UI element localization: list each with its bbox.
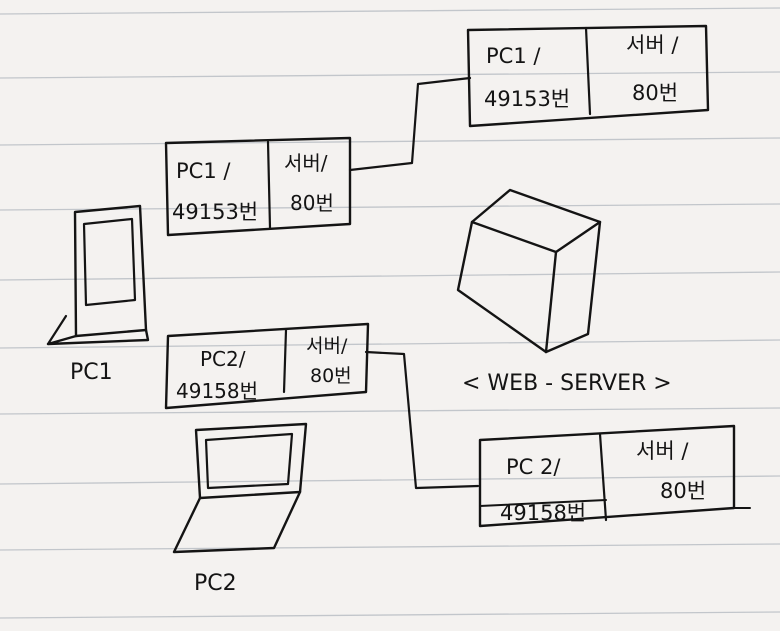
notebook-lines (0, 7, 780, 619)
pc1-near-box: PC1 / 49153번 서버/ 80번 (164, 136, 352, 237)
web-server-label: < WEB - SERVER > (462, 371, 672, 396)
pc2-laptop-icon (172, 422, 308, 554)
pc2-near-right-bottom: 80번 (310, 365, 352, 387)
pc2-near-left-bottom: 49158번 (176, 379, 258, 403)
pc1-laptop-icon (46, 204, 150, 346)
web-server-icon (456, 188, 602, 354)
pc1-near-right-top: 서버/ (284, 151, 328, 175)
pc2-connector-line (364, 350, 480, 490)
pc2-far-box: PC 2/ 49158번 서버 / 80번 (478, 424, 751, 528)
pc2-label: PC2 (194, 571, 237, 596)
pc2-far-right-bottom: 80번 (660, 479, 706, 503)
pc1-near-left-top: PC1 / (176, 159, 231, 183)
pc1-label: PC1 (70, 360, 113, 385)
pc1-far-left-top: PC1 / (486, 44, 541, 68)
pc1-far-box: PC1 / 49153번 서버 / 80번 (466, 24, 710, 128)
pc1-near-left-bottom: 49153번 (172, 200, 258, 224)
pc1-far-right-bottom: 80번 (632, 81, 678, 105)
pc1-far-left-bottom: 49153번 (484, 87, 570, 111)
pc2-near-left-top: PC2/ (200, 347, 246, 371)
pc2-near-box: PC2/ 49158번 서버/ 80번 (164, 322, 370, 410)
pc1-near-right-bottom: 80번 (290, 191, 334, 215)
pc1-connector-line (348, 76, 472, 172)
pc2-near-right-top: 서버/ (306, 335, 348, 357)
pc1-far-right-top: 서버 / (626, 33, 679, 57)
pc2-far-left-bottom: 49158번 (500, 501, 586, 525)
pc2-far-right-top: 서버 / (636, 439, 689, 463)
pc2-far-left-top: PC 2/ (506, 455, 561, 479)
